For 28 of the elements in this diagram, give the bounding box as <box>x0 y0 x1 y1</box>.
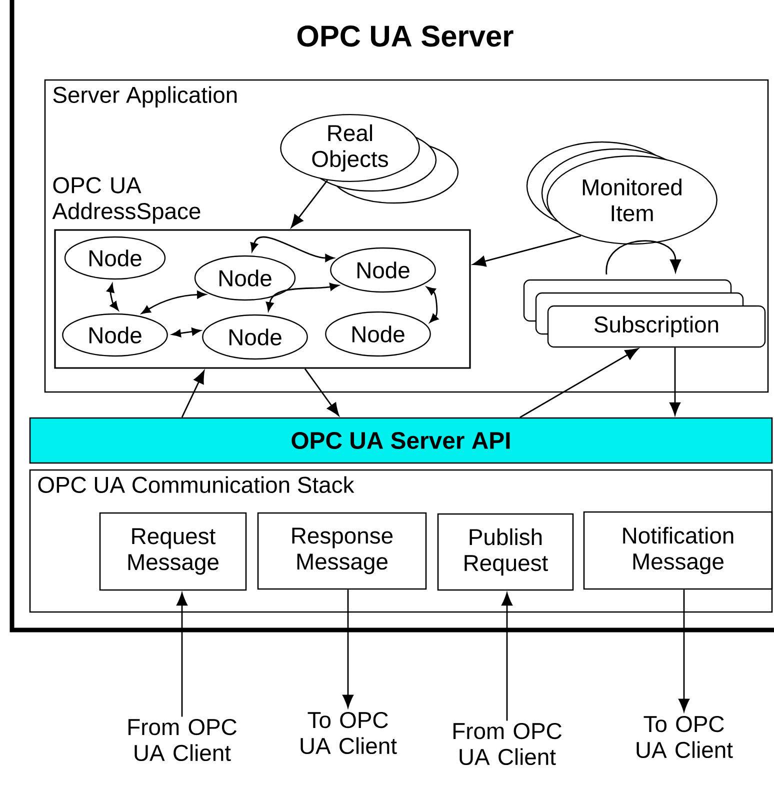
message-box: Request Message <box>99 512 247 591</box>
arrow <box>304 368 340 416</box>
arrow <box>670 348 680 416</box>
arrow <box>342 590 354 708</box>
arrow <box>520 348 638 418</box>
arrow <box>266 282 339 312</box>
arrow <box>172 328 201 338</box>
node-label: OPC UA AddressSpace <box>52 177 200 224</box>
arrow <box>290 180 328 228</box>
endpoint-label: To OPC UA Client <box>300 712 397 754</box>
arrow <box>472 235 582 267</box>
endpoint-label: From OPC UA Client <box>454 722 562 766</box>
arrow <box>502 592 512 721</box>
message-box: Response Message <box>257 512 427 590</box>
arrow <box>426 286 439 323</box>
subscription-stack: Subscription <box>523 279 766 348</box>
endpoint-label: From OPC UA Client <box>128 718 236 762</box>
arrow <box>141 290 206 314</box>
message-box: Notification Message <box>583 511 773 590</box>
arrow <box>606 240 681 274</box>
arrow <box>176 592 188 717</box>
endpoint-label: To OPC UA Client <box>636 716 733 758</box>
arrow <box>106 283 119 311</box>
message-box: Publish Request <box>437 513 574 591</box>
arrow <box>678 590 690 712</box>
arrow <box>181 370 205 418</box>
api-band: OPC UA Server API <box>29 417 773 464</box>
arrow <box>250 236 334 262</box>
